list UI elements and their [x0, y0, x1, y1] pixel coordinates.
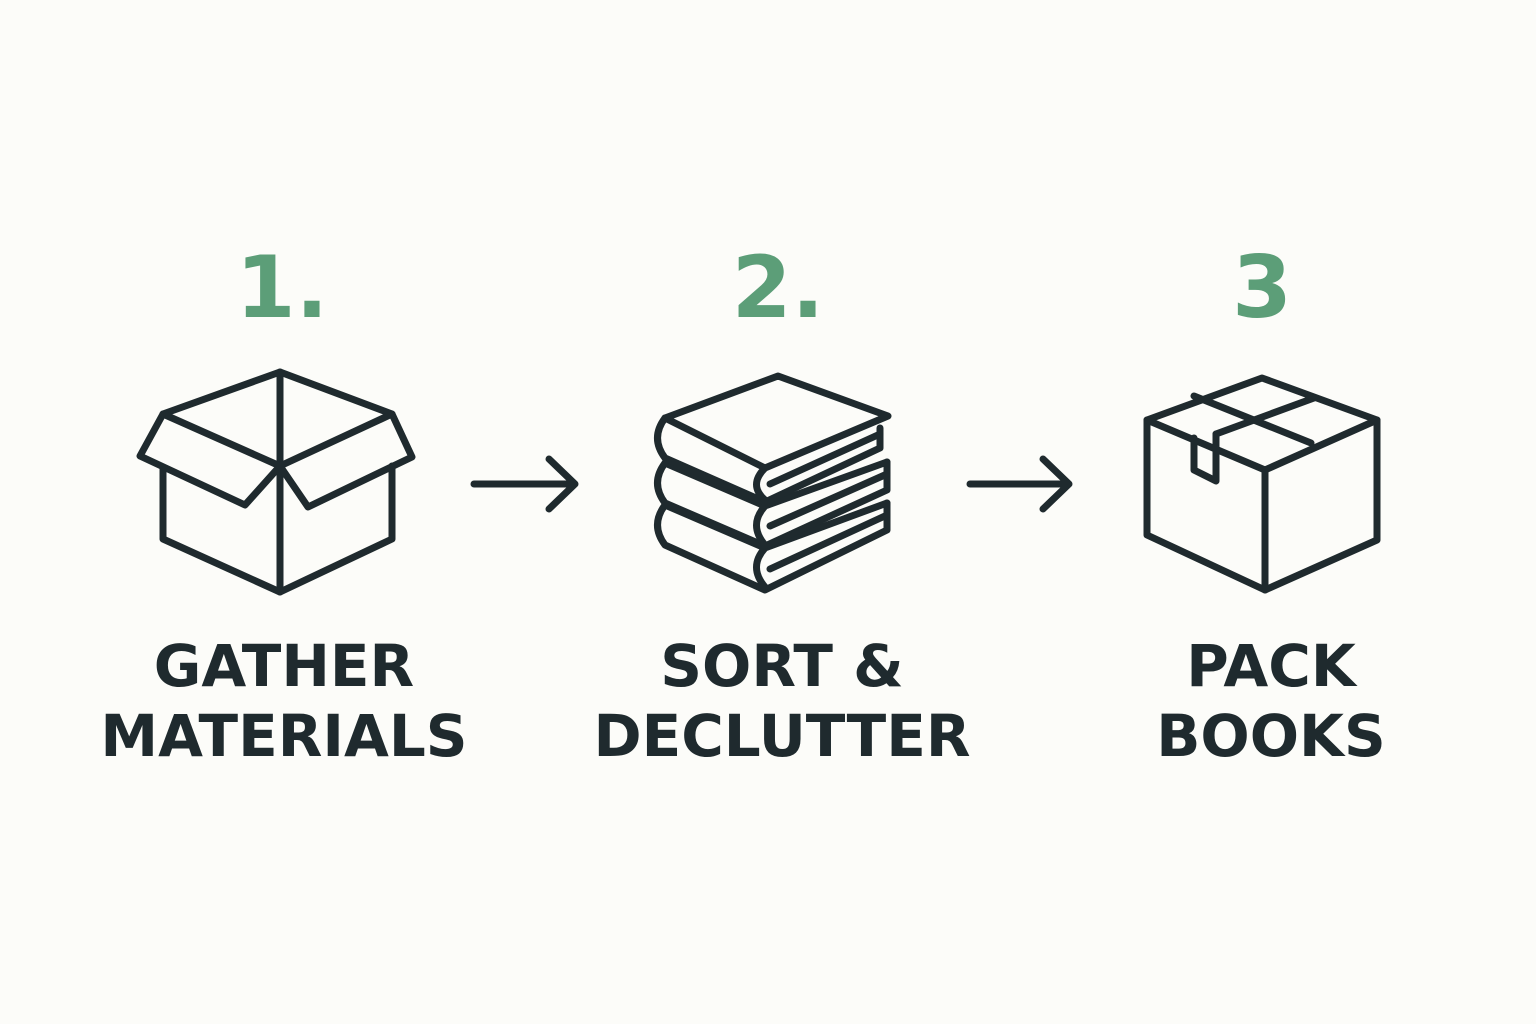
step-1-number: 1. — [235, 238, 329, 338]
step-1-label: GATHER MATERIALS — [74, 631, 494, 771]
book-stack-icon — [645, 368, 905, 598]
step-2-label-line1: SORT & — [660, 632, 904, 700]
step-2-label-line2: DECLUTTER — [593, 702, 971, 770]
step-3-number: 3 — [1232, 238, 1292, 338]
open-box-icon — [130, 362, 430, 602]
step-1-label-line1: GATHER — [153, 632, 415, 700]
arrow-right-icon — [962, 455, 1082, 515]
step-2-label: SORT & DECLUTTER — [572, 631, 992, 771]
step-3-label-line2: BOOKS — [1156, 702, 1386, 770]
step-3-label-line1: PACK — [1186, 632, 1356, 700]
step-1-label-line2: MATERIALS — [100, 702, 468, 770]
step-2-number: 2. — [731, 238, 825, 338]
step-3-label: PACK BOOKS — [1061, 631, 1481, 771]
taped-box-icon — [1135, 368, 1395, 598]
arrow-right-icon — [466, 455, 586, 515]
